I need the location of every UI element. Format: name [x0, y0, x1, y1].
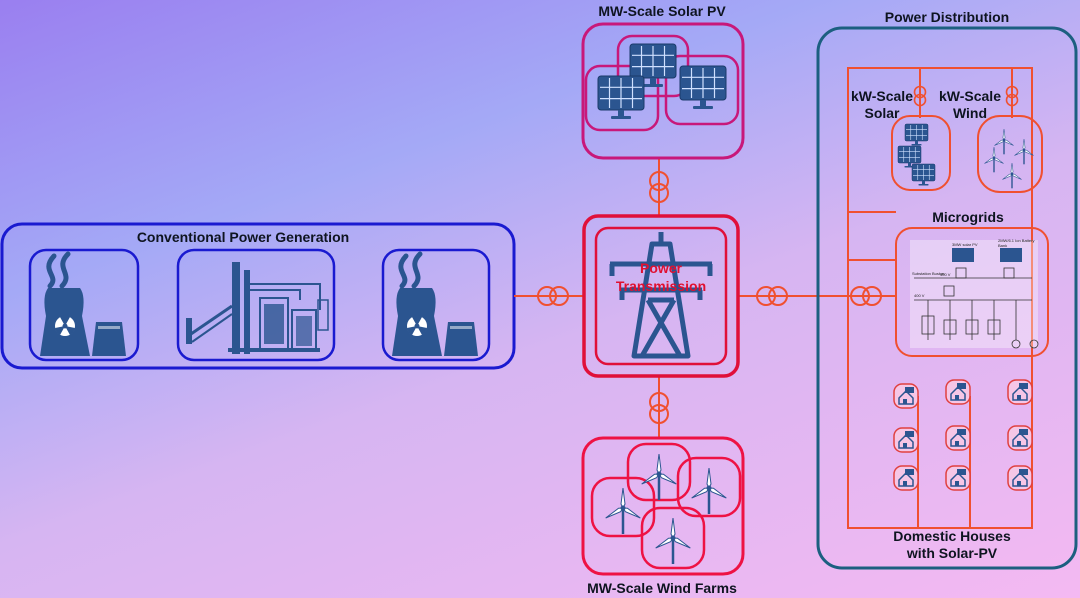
coal-plant-icon	[186, 262, 329, 354]
distribution-title: Power Distribution	[884, 9, 1010, 25]
solar-house-icon	[1007, 465, 1033, 491]
wind-turbine-icon	[653, 516, 693, 566]
solar-house-icon	[945, 425, 971, 451]
solar-panel-icon	[904, 123, 929, 146]
houses-title-line1: Domestic Houses	[893, 528, 1011, 544]
distribution-group	[816, 26, 1078, 570]
battery-mini	[1000, 248, 1022, 262]
solar-panel-icon	[911, 163, 936, 186]
transmission-box-inner	[594, 226, 728, 366]
microgrid-battery-label: 2MW/6.1 Ion Battery Bank	[998, 238, 1035, 248]
solar-pv-box	[581, 22, 745, 160]
solar-panel-icon	[597, 75, 645, 120]
transmission-box-outer	[582, 214, 740, 378]
distribution-box	[816, 26, 1078, 570]
microgrids-title: Microgrids	[932, 209, 1004, 225]
conventional-generation-group	[0, 222, 516, 370]
kw-solar-title-line2: Solar	[864, 105, 900, 121]
kw-solar-card	[891, 115, 951, 191]
transmission-group	[582, 214, 740, 378]
wind-turbine-icon	[689, 466, 729, 516]
microgrid-bus-label-a: 400 V	[940, 272, 951, 277]
conventional-generation-title: Conventional Power Generation	[136, 229, 350, 245]
microgrid-pv-label: 3MW solar PV	[952, 242, 978, 247]
houses-title-line2: with Solar-PV	[906, 545, 998, 561]
wind-farms-title: MW-Scale Wind Farms	[587, 580, 737, 596]
wind-farms-group	[581, 436, 745, 576]
nuclear-plant-card-2	[381, 248, 491, 362]
wind-turbine-icon	[983, 146, 1005, 173]
solar-house-icon	[945, 379, 971, 405]
nuclear-plant-icon	[40, 254, 126, 356]
microgrid-bus-label-b: 400 V	[914, 293, 925, 298]
transmission-tower-icon	[609, 232, 713, 359]
wind-turbine-icon	[1001, 162, 1023, 189]
pv-array-mini	[952, 248, 974, 262]
solar-panel-icon	[679, 65, 727, 110]
kw-wind-title-line2: Wind	[952, 105, 988, 121]
kw-solar-title-line1: kW-Scale	[851, 88, 913, 104]
solar-house-icon	[893, 427, 919, 453]
solar-pv-group	[581, 22, 745, 160]
microgrid-substation-label: Substation Busbar	[912, 271, 945, 276]
microgrid-schematic	[910, 240, 1039, 349]
kw-wind-card	[977, 115, 1043, 193]
solar-house-icon	[1007, 379, 1033, 405]
transmission-title-line1: Power	[639, 260, 683, 276]
nuclear-plant-icon	[392, 254, 478, 356]
wind-farms-box	[581, 436, 745, 576]
wind-turbine-icon	[639, 452, 679, 502]
solar-pv-title: MW-Scale Solar PV	[598, 3, 726, 19]
microgrid-card	[895, 227, 1049, 357]
kw-wind-title-line1: kW-Scale	[939, 88, 1001, 104]
wind-turbine-icon	[603, 486, 643, 536]
transmission-title-line2: Transmission	[615, 278, 707, 294]
nuclear-plant-card-1	[28, 248, 140, 362]
solar-house-icon	[1007, 425, 1033, 451]
solar-house-icon	[893, 383, 919, 409]
coal-plant-card	[176, 248, 336, 362]
solar-house-icon	[893, 465, 919, 491]
solar-house-icon	[945, 465, 971, 491]
wind-turbine-icon	[993, 128, 1015, 155]
